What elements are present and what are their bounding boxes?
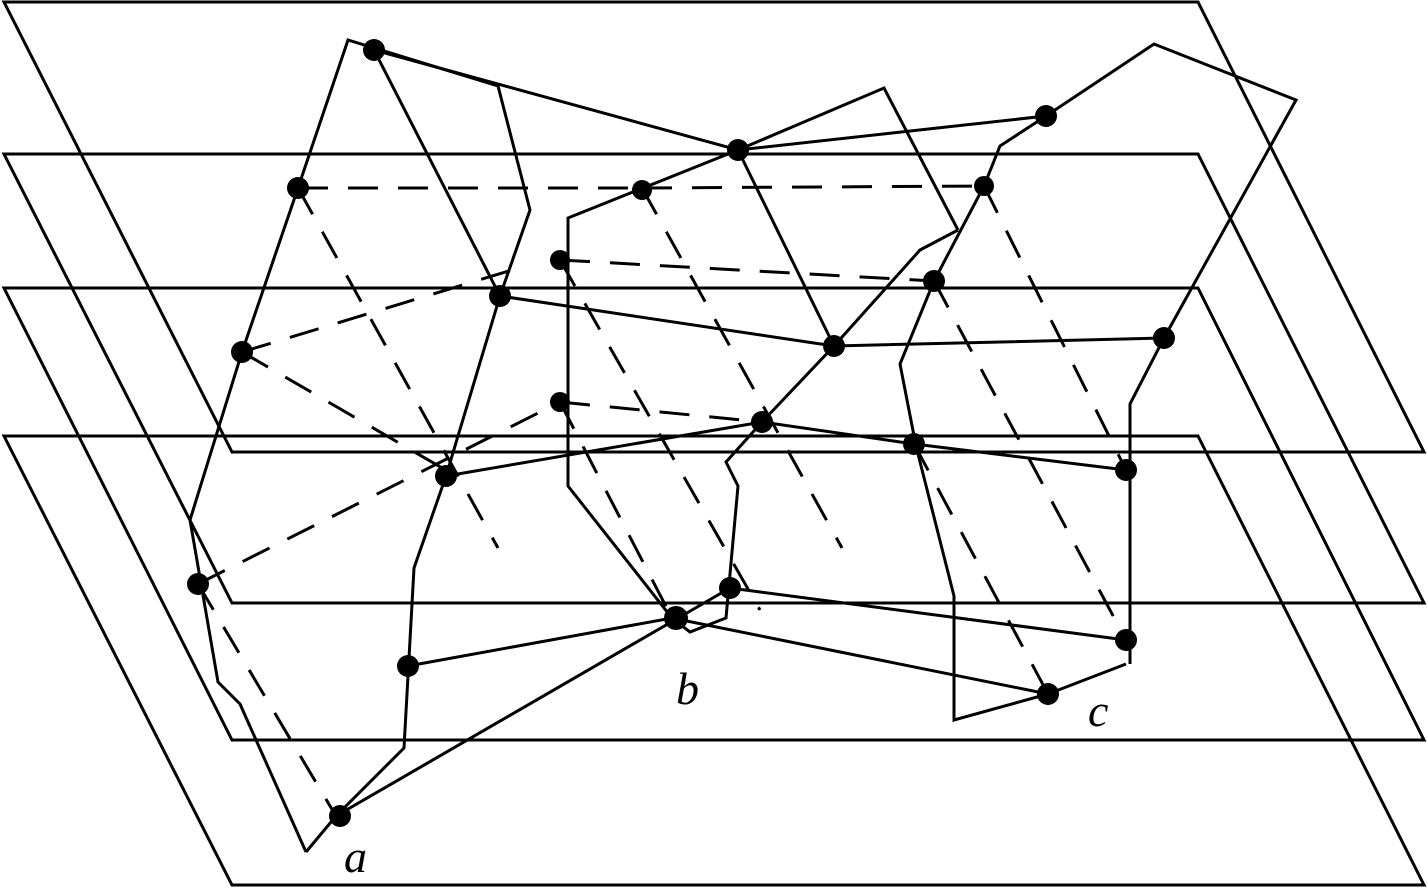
vertex-dot [974,176,994,196]
vertex-dot [903,433,925,455]
vertex-dot [231,341,253,363]
bottom-chain [407,616,1049,696]
top-edge-1 [373,48,1047,152]
plane-2 [1,152,1427,605]
vertex-dot [727,139,749,161]
hidden-edge [296,187,500,549]
vertex-dot [923,270,945,292]
label-c: c [1088,685,1108,736]
mid-edge [736,149,836,347]
label-b: b [676,663,699,714]
right-outline [1045,42,1299,664]
outer-path [188,38,532,853]
vertex-dot [1037,683,1059,705]
vertex-dot [550,392,570,412]
plane-1 [1,0,1427,454]
hidden-edge [640,187,844,549]
vertex-dot [489,285,511,307]
vertex-dot [719,577,741,599]
label-a: a [344,831,367,882]
hidden-edge [559,400,763,424]
hidden-edge [982,185,1128,471]
plane-4 [1,434,1427,887]
hidden-edge [241,268,513,354]
vertex-dot [751,411,773,433]
hidden-edge [241,350,457,478]
vertex-dot [550,250,570,270]
hidden-edge [932,280,1128,641]
hidden-edge [558,259,762,611]
vertex-dot [397,655,419,677]
vertex-dot [664,606,688,630]
vertex-dot [632,180,652,200]
hidden-edge [559,258,935,283]
hidden-edge [641,184,985,190]
diagonal-to-a [335,586,731,818]
vertex-dot [1153,327,1175,349]
vertex-dot [187,573,209,595]
vertex-dot [1115,459,1137,481]
lower-chain [445,420,1127,478]
front-chain [372,49,1165,348]
vertices [187,39,1175,827]
hidden-edges [196,184,1128,817]
vertex-dot [823,335,845,357]
hidden-edge [196,583,338,817]
plane-3 [1,286,1427,742]
upper-right-chain [898,114,1127,722]
hidden-edge [912,443,1050,695]
vertex-dot [329,805,351,827]
vertex-dot [287,177,309,199]
vertex-dot [363,39,385,61]
vertex-dot [1115,629,1137,651]
top-edge-2 [737,86,960,231]
vertex-dot [435,465,457,487]
bottom-chain-2 [729,586,1127,642]
middle-zigzag [566,148,959,634]
hidden-edge [558,401,674,619]
hidden-edge [197,400,561,586]
vertex-dot [1035,105,1057,127]
visible-edges [188,38,1299,853]
